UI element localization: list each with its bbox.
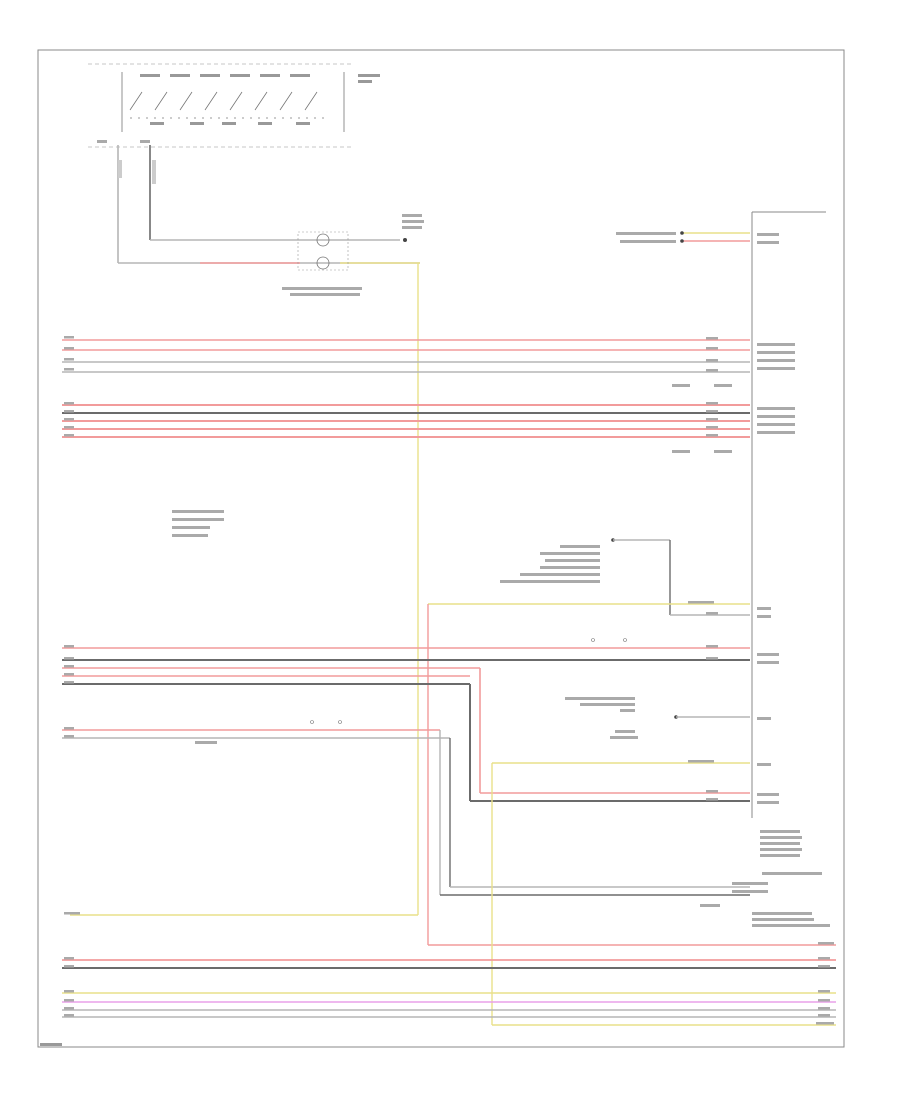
footer-reference-mark bbox=[40, 1043, 62, 1046]
bottom-bus-group bbox=[62, 959, 836, 1018]
right-wire-tags bbox=[688, 337, 834, 1025]
module-top-inputs bbox=[616, 231, 750, 243]
diagram-frame bbox=[37, 49, 845, 1048]
connector-callouts bbox=[672, 384, 732, 453]
control-module bbox=[751, 211, 826, 857]
bus-group-4 bbox=[62, 720, 750, 896]
bus-group-1 bbox=[62, 339, 750, 373]
bus-group-2 bbox=[62, 404, 750, 438]
bottom-right-labels bbox=[700, 872, 830, 927]
sensor-labels bbox=[500, 545, 600, 583]
top-switch-assembly bbox=[88, 63, 380, 148]
speaker-circuit bbox=[117, 145, 424, 296]
legend-block bbox=[172, 510, 224, 537]
module-side-labels bbox=[565, 697, 638, 739]
bus-group-3 bbox=[62, 638, 750, 802]
left-wire-tags bbox=[64, 336, 80, 1017]
module-mid-feeds bbox=[491, 715, 836, 1026]
sensor-feed bbox=[427, 538, 836, 946]
